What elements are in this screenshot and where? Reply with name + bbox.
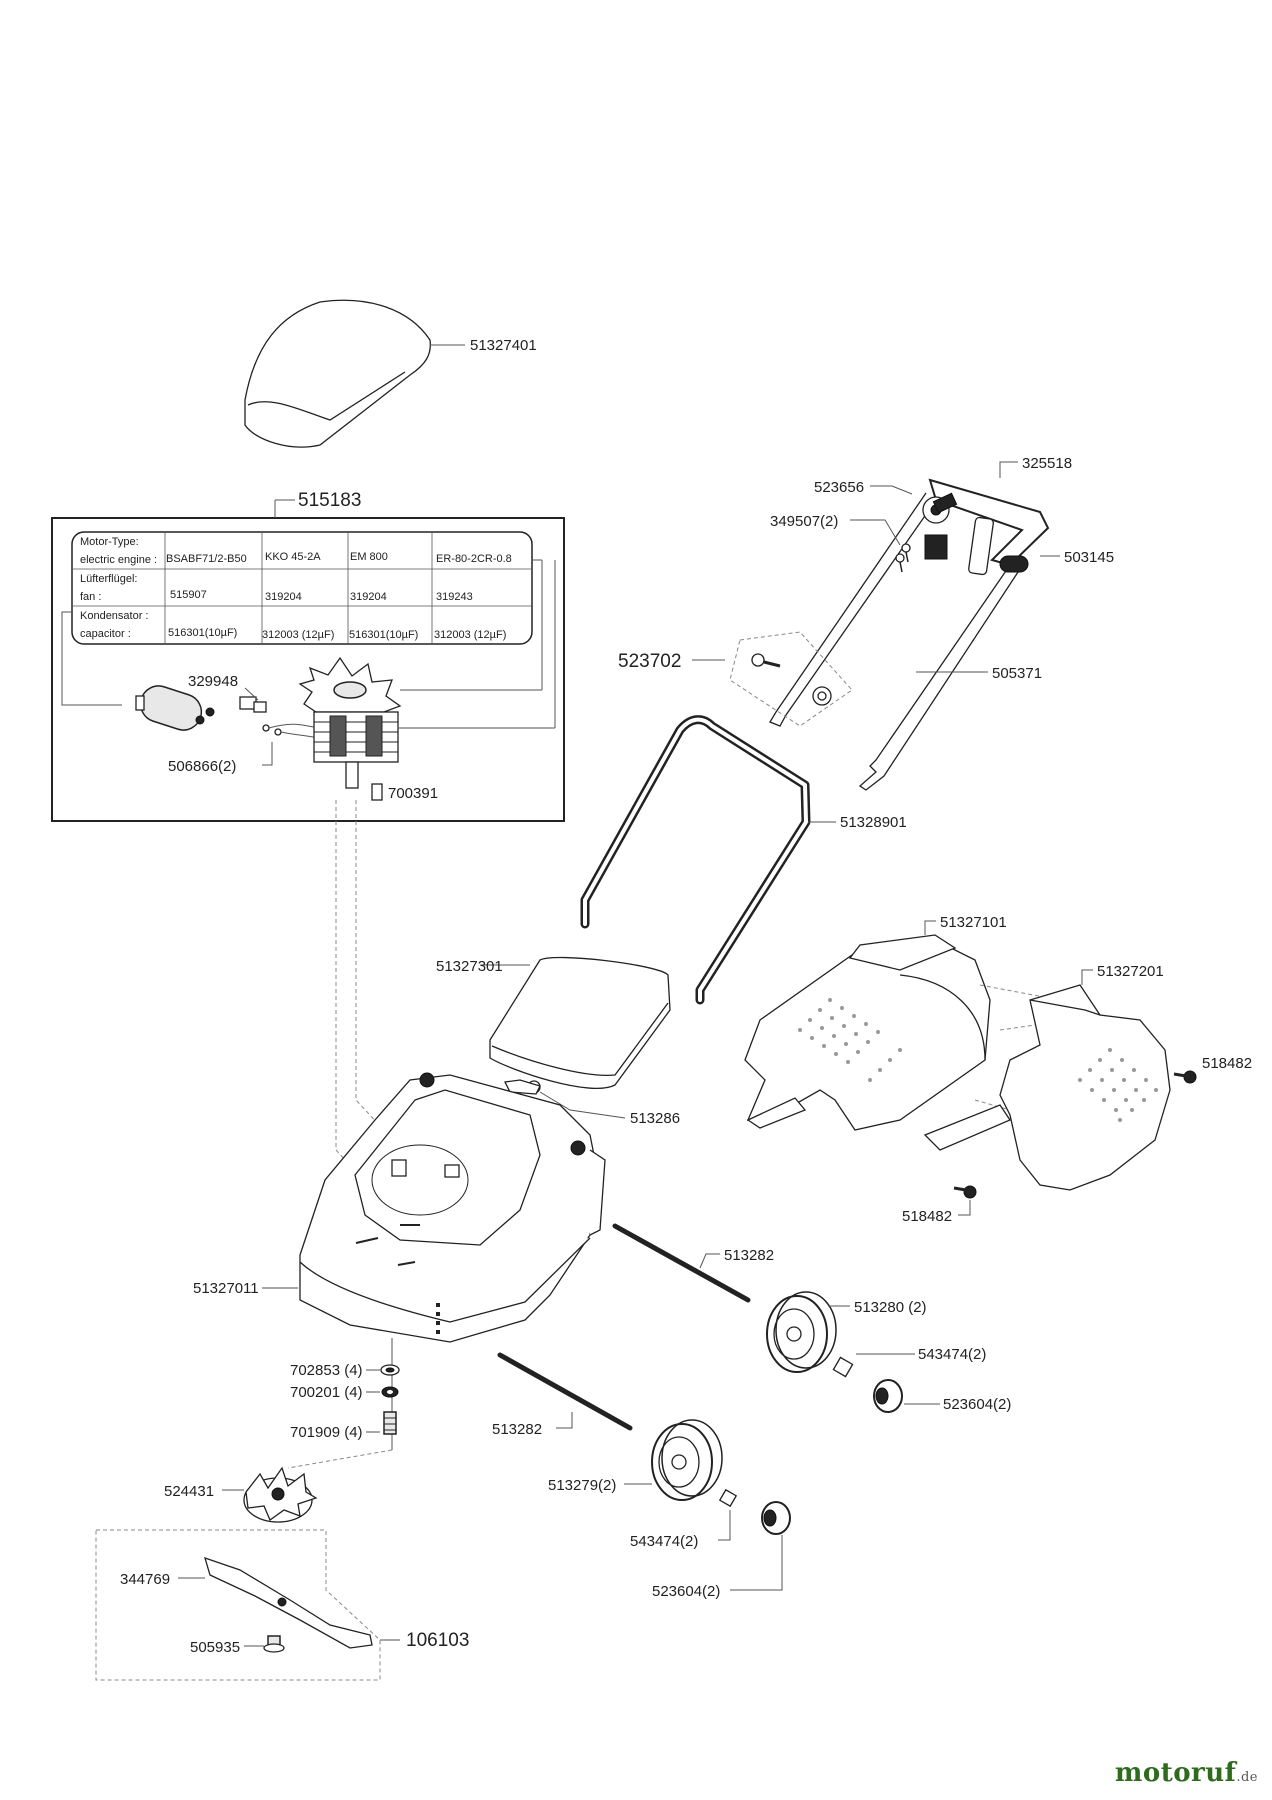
fan-wheel-524431-part xyxy=(243,1466,318,1523)
brand-watermark: motoruf.de xyxy=(1115,1758,1258,1788)
grassbox-cover-part xyxy=(923,984,1171,1191)
screw-518482-lower-part xyxy=(953,1185,977,1199)
label-505935: 505935 xyxy=(190,1639,240,1656)
table-capacitor-2: 312003 (12µF) xyxy=(262,629,334,641)
label-51327011: 51327011 xyxy=(193,1280,259,1297)
key-700391-part xyxy=(371,783,383,801)
label-702853: 702853 (4) xyxy=(290,1362,363,1379)
table-motor-type-1: BSABF71/2-B50 xyxy=(166,553,247,565)
label-518482-lower: 518482 xyxy=(902,1208,952,1225)
table-capacitor-3: 516301(10µF) xyxy=(349,629,418,641)
table-label-motor-type: Motor-Type: xyxy=(80,536,139,548)
clip-513286-part xyxy=(504,1079,541,1095)
hubcap-523604-upper-part xyxy=(873,1379,903,1413)
label-51327101: 51327101 xyxy=(940,914,1007,931)
mower-deck-part xyxy=(299,1072,606,1343)
washer-702853-part xyxy=(380,1364,400,1376)
label-344769: 344769 xyxy=(120,1571,170,1588)
label-51328901: 51328901 xyxy=(840,814,907,831)
label-506866: 506866(2) xyxy=(168,758,236,775)
label-523702: 523702 xyxy=(618,651,681,672)
label-503145: 503145 xyxy=(1064,549,1114,566)
lower-handle-part xyxy=(580,715,811,1005)
table-capacitor-1: 516301(10µF) xyxy=(168,627,237,639)
label-51327301: 51327301 xyxy=(436,958,503,975)
table-fan-1: 515907 xyxy=(170,589,207,601)
table-label-luefterfluegel: Lüfterflügel: xyxy=(80,573,137,585)
table-motor-type-4: ER-80-2CR-0.8 xyxy=(436,553,512,565)
table-label-fan: fan : xyxy=(80,591,101,603)
table-motor-type-2: KKO 45-2A xyxy=(265,551,321,563)
blade-bolt-505935-part xyxy=(263,1635,285,1653)
label-518482-upper: 518482 xyxy=(1202,1055,1252,1072)
grassbox-frame-part xyxy=(744,934,991,1131)
label-505371: 505371 xyxy=(992,665,1042,682)
screw-518482-upper-part xyxy=(1173,1070,1197,1084)
front-wheel-part xyxy=(651,1419,723,1501)
brand-tld: .de xyxy=(1236,1770,1258,1785)
label-701909: 701909 (4) xyxy=(290,1424,363,1441)
label-700391: 700391 xyxy=(388,785,438,802)
label-543474-upper: 543474(2) xyxy=(918,1346,986,1363)
label-543474-lower: 543474(2) xyxy=(630,1533,698,1550)
label-524431: 524431 xyxy=(164,1483,214,1500)
capacitor-part xyxy=(135,685,215,731)
blade-344769-part xyxy=(204,1556,373,1649)
label-513286: 513286 xyxy=(630,1110,680,1127)
label-51327201: 51327201 xyxy=(1097,963,1164,980)
rear-wheel-part xyxy=(766,1291,837,1373)
cable-506866-part xyxy=(262,723,319,739)
hood-cover-part xyxy=(244,299,431,448)
label-349507: 349507(2) xyxy=(770,513,838,530)
label-329948: 329948 xyxy=(188,673,238,690)
label-325518: 325518 xyxy=(1022,455,1072,472)
table-capacitor-4: 312003 (12µF) xyxy=(434,629,506,641)
bolt-set-523702-part xyxy=(751,653,832,706)
label-523656: 523656 xyxy=(814,479,864,496)
terminal-329948-part xyxy=(239,696,267,713)
front-axle-part xyxy=(497,1352,633,1431)
rear-axle-part xyxy=(612,1223,751,1303)
electric-motor-part xyxy=(298,656,402,789)
label-523604-lower: 523604(2) xyxy=(652,1583,720,1600)
label-51327401: 51327401 xyxy=(470,337,537,354)
table-label-capacitor: capacitor : xyxy=(80,628,131,640)
label-513282-rear: 513282 xyxy=(724,1247,774,1264)
label-106103: 106103 xyxy=(406,1630,469,1651)
label-700201: 700201 (4) xyxy=(290,1384,363,1401)
brand-name: motoruf xyxy=(1114,1758,1237,1788)
motor-data-table: Motor-Type: electric engine : Lüfterflüg… xyxy=(71,531,533,645)
label-513282-front: 513282 xyxy=(492,1421,542,1438)
bolt-701909-part xyxy=(383,1411,397,1435)
washer-700201-part xyxy=(381,1386,399,1398)
label-513280: 513280 (2) xyxy=(854,1299,927,1316)
motor-cover-part xyxy=(489,956,671,1089)
label-513279: 513279(2) xyxy=(548,1477,616,1494)
washer-543474-upper-part xyxy=(832,1356,854,1378)
label-523604-upper: 523604(2) xyxy=(943,1396,1011,1413)
motor-group-box xyxy=(51,517,565,822)
label-515183: 515183 xyxy=(298,490,361,511)
table-motor-type-3: EM 800 xyxy=(350,551,388,563)
upper-handle-part xyxy=(769,478,1050,791)
table-fan-2: 319204 xyxy=(265,591,302,603)
screws-349507-part xyxy=(895,543,911,573)
table-label-electric-engine: electric engine : xyxy=(80,554,157,566)
table-fan-4: 319243 xyxy=(436,591,473,603)
washer-543474-lower-part xyxy=(718,1488,738,1508)
hubcap-523604-lower-part xyxy=(761,1501,791,1535)
table-fan-3: 319204 xyxy=(350,591,387,603)
table-label-kondensator: Kondensator : xyxy=(80,610,149,622)
